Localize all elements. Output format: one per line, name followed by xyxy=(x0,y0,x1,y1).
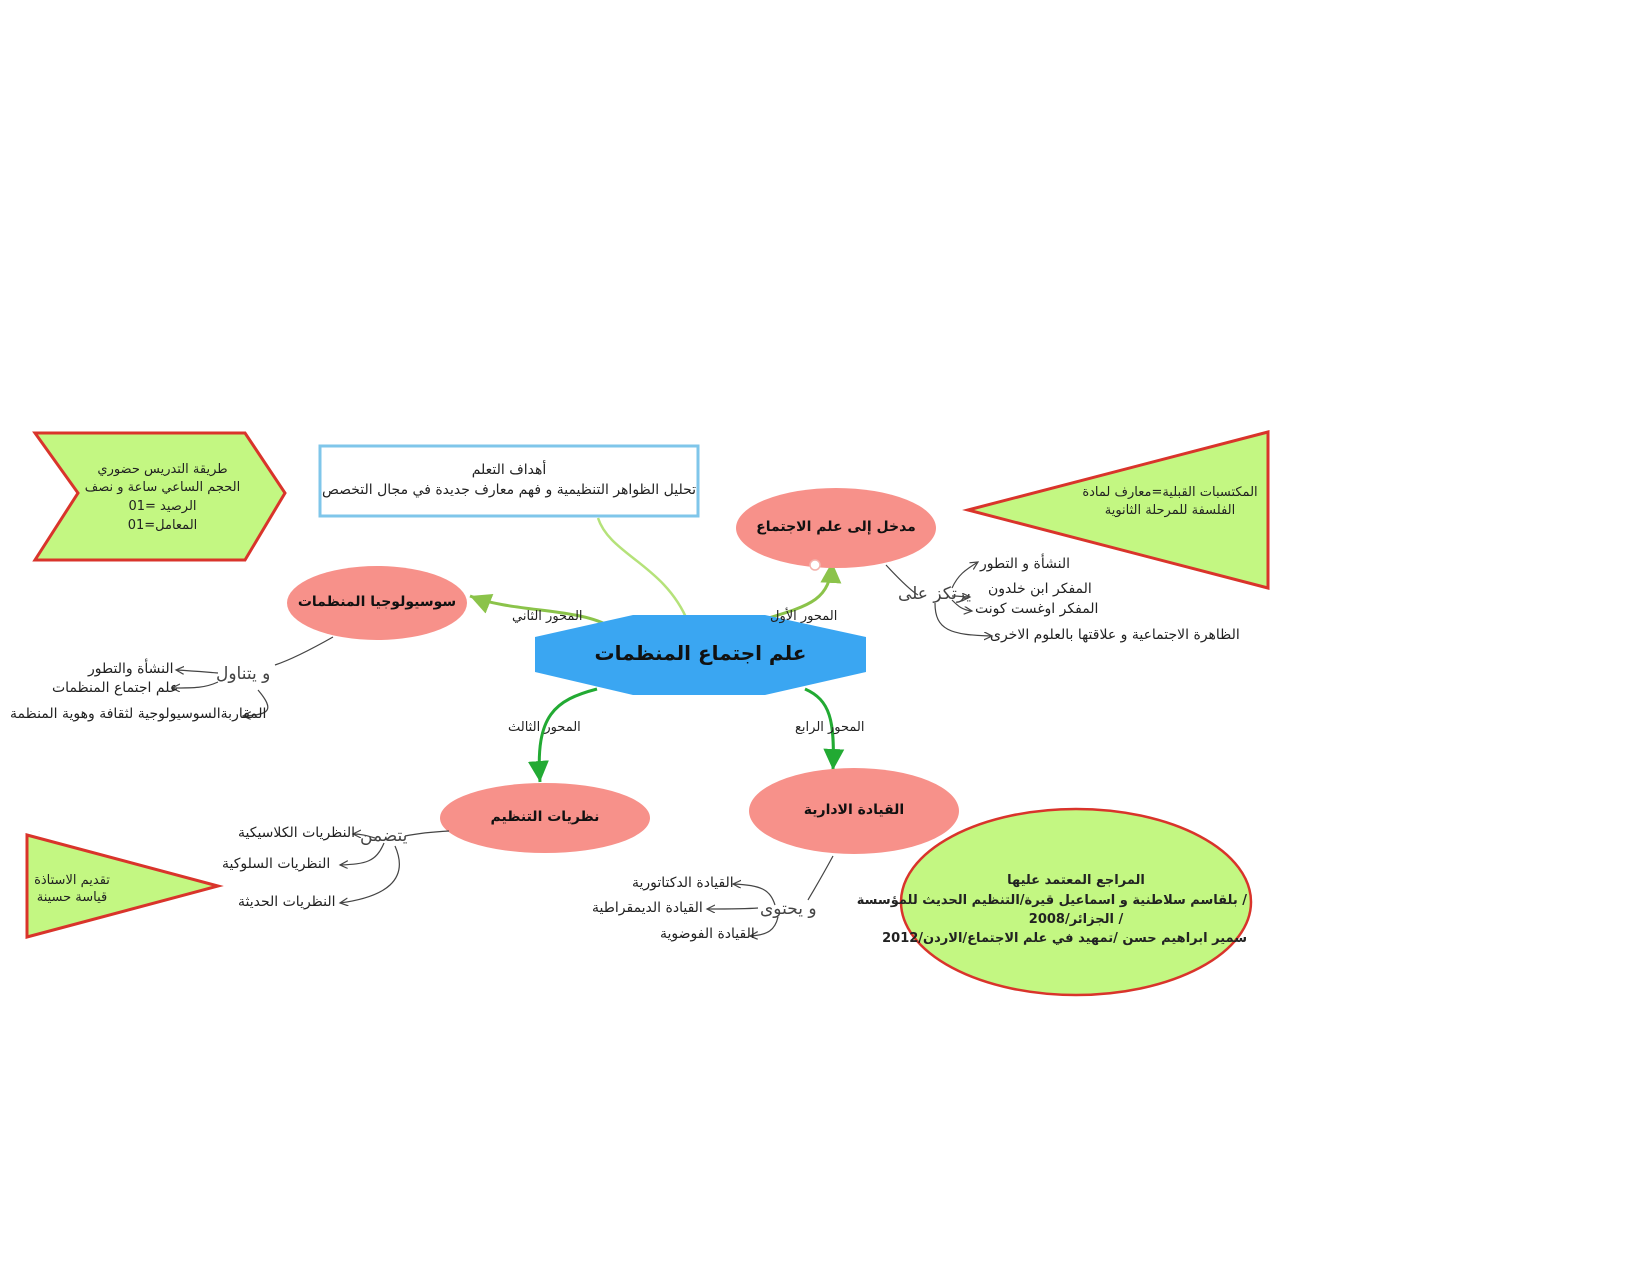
axis-3-verb-connector xyxy=(404,830,450,837)
axis-2-verb-connector xyxy=(274,636,334,666)
axis-3-verb: يتضمن xyxy=(360,826,408,846)
axis-4-title: القيادة الادارية xyxy=(803,802,905,818)
central-node-label: علم اجتماع المنظمات xyxy=(594,641,807,665)
axis-2-child-3: المقاربةالسوسيولوجية لثقافة وهوية المنظم… xyxy=(10,706,267,722)
axis-2-child-2: علم اجتماع المنظمات xyxy=(52,680,179,696)
objectives-title: أهداف التعلم xyxy=(471,462,547,478)
central-node[interactable] xyxy=(535,615,866,695)
axis-1-child-3: المفكر اوغست كونت xyxy=(975,601,1099,617)
references-title: المراجع المعتمد عليها xyxy=(1007,873,1145,888)
axis-1-verb: يرتكز على xyxy=(898,584,971,604)
assessment-shape[interactable] xyxy=(25,833,224,939)
teaching-info-shape[interactable] xyxy=(32,431,287,562)
objectives-text: تحليل الظواهر التنظيمية و فهم معارف جديد… xyxy=(321,482,697,498)
axis-2-child-1: النشأة والتطور xyxy=(88,661,174,677)
prerequisites-line-1: المكتسبات القبلية=معارف لمادة xyxy=(1082,485,1258,500)
assessment-line-2: قياسة حسينة xyxy=(36,890,108,905)
references-shape[interactable] xyxy=(899,807,1253,997)
objectives-connector xyxy=(596,517,690,623)
axis-2-verb: و يتناول xyxy=(216,664,271,684)
axis-1-child-4-arrow xyxy=(934,602,992,636)
axis-1-child-1-arrow xyxy=(951,562,978,589)
axis-3-title: نظريات التنظيم xyxy=(490,809,600,825)
prerequisites-line-2: الفلسفة للمرحلة الثانوية xyxy=(1104,503,1236,518)
axis-4-verb: و يحتوى xyxy=(760,899,817,919)
axis-3-child-2: النظريات السلوكية xyxy=(222,856,331,872)
axis-3-connector xyxy=(527,687,598,783)
axis-4-child-2-arrow xyxy=(707,908,759,909)
axis-2-title: سوسيولوجيا المنظمات xyxy=(297,594,457,610)
axis-4-child-1: القيادة الدكتاتورية xyxy=(632,875,734,891)
references-line-3: سمير ابراهيم حسن /تمهيد في علم الاجتماع/… xyxy=(882,931,1247,946)
axis-2-node[interactable] xyxy=(287,566,467,640)
axis-4-child-2: القيادة الديمقراطية xyxy=(592,900,703,916)
assessment-line-1: تقديم الاستاذة xyxy=(34,873,110,888)
references-line-2: / الجزائر/2008 xyxy=(1028,912,1124,927)
axis-1-child-2-arrow xyxy=(951,596,970,597)
axis-2-child-2-arrow xyxy=(172,681,219,688)
axis-3-child-2-arrow xyxy=(340,842,385,865)
axis-1-connector xyxy=(761,561,842,622)
axis-2-edge-label: المحور الثاني xyxy=(512,609,583,624)
axis-1-handle-dot xyxy=(809,559,821,571)
axis-1-child-2: المفكر ابن خلدون xyxy=(988,581,1092,597)
teaching-coefficient-line: المعامل=01 xyxy=(127,518,198,533)
axis-4-child-3-arrow xyxy=(750,916,779,936)
axis-1-node[interactable] xyxy=(736,488,936,568)
axis-3-child-1: النظريات الكلاسيكية xyxy=(238,825,356,841)
axis-3-child-3: النظريات الحديثة xyxy=(238,894,336,910)
axis-3-node[interactable] xyxy=(440,783,650,853)
axis-2-child-3-arrow xyxy=(243,689,269,716)
axis-1-verb-connector xyxy=(885,564,919,596)
axis-1-child-4: الظاهرة الاجتماعية و علاقتها بالعلوم الا… xyxy=(990,627,1240,643)
teaching-hours-line: الحجم الساعي ساعة و نصف xyxy=(84,480,241,495)
axis-2-connector xyxy=(469,594,608,627)
axis-4-verb-connector xyxy=(807,855,834,901)
objectives-box[interactable] xyxy=(318,444,700,518)
prerequisites-shape[interactable] xyxy=(962,430,1270,590)
axis-1-child-3-arrow xyxy=(951,599,972,611)
references-line-1: / بلقاسم سلاطنية و اسماعيل قيرة/التنظيم … xyxy=(856,893,1247,908)
axis-4-connector xyxy=(804,687,845,771)
teaching-method-line: طريقة التدريس حضوري xyxy=(97,462,228,477)
axis-1-edge-label: المحور الأول xyxy=(770,609,838,624)
teaching-credits-line: الرصيد =01 xyxy=(128,499,197,514)
axis-1-title: مدخل إلى علم الاجتماع xyxy=(756,519,916,535)
axis-3-child-3-arrow xyxy=(340,845,400,903)
axis-4-edge-label: المحور الرابع xyxy=(795,720,865,735)
axis-4-child-1-arrow xyxy=(733,884,776,906)
axis-2-child-1-arrow xyxy=(176,670,219,673)
axis-4-child-3: القيادة الفوضوية xyxy=(660,926,755,942)
axis-3-edge-label: المحور الثالث xyxy=(508,720,581,735)
axis-4-node[interactable] xyxy=(749,768,959,854)
axis-1-child-1: النشأة و التطور xyxy=(980,556,1070,572)
axis-3-child-1-arrow xyxy=(353,834,376,839)
